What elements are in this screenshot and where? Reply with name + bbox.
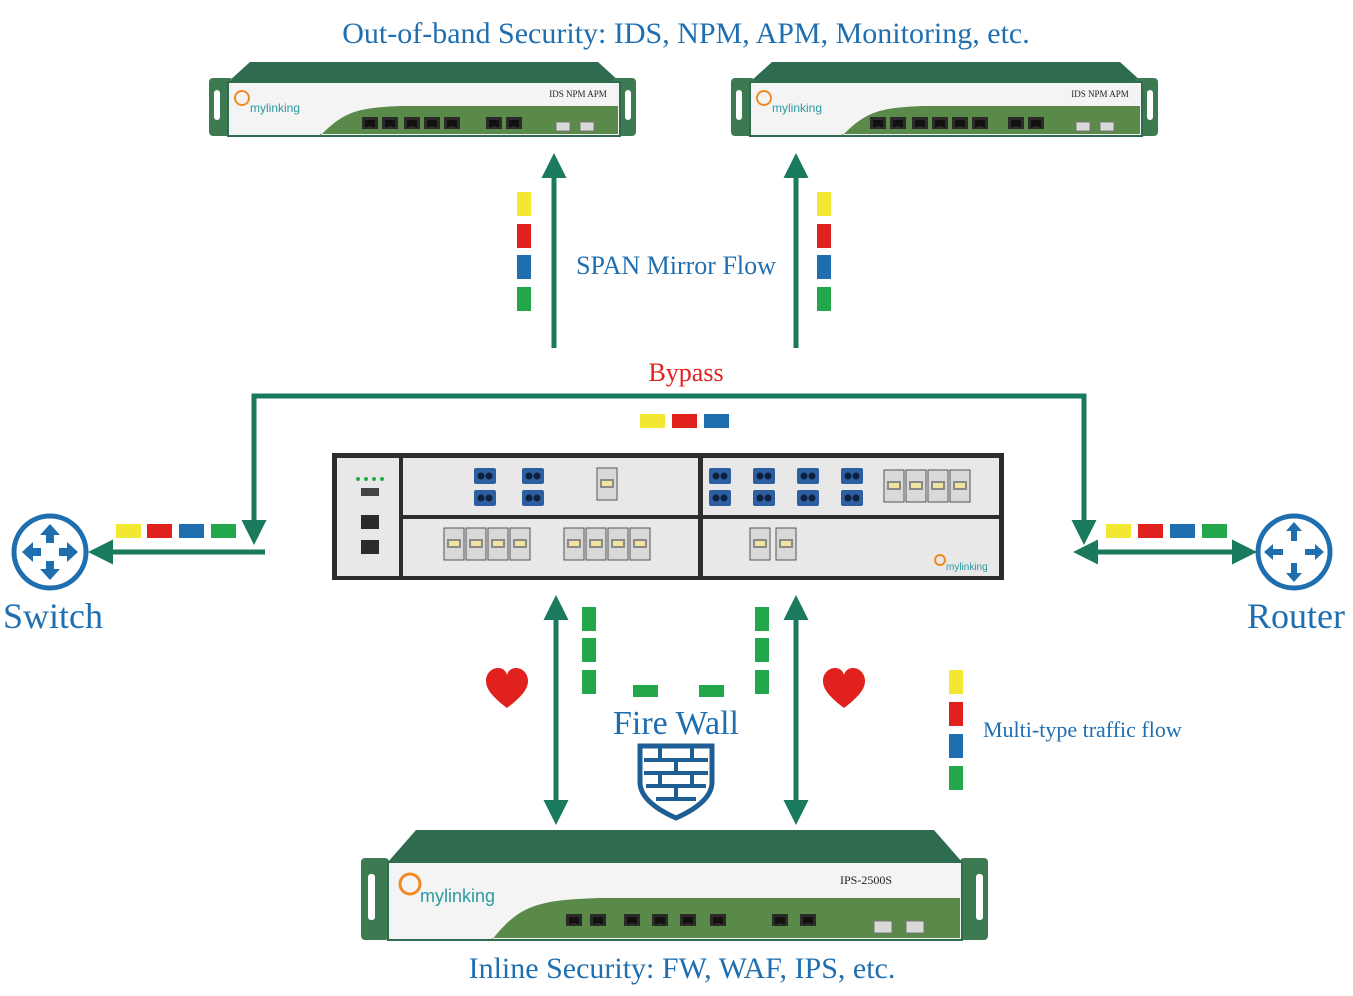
brand-label: mylinking: [420, 886, 495, 906]
traffic-stack-right: [817, 192, 831, 311]
switch-label: Switch: [3, 596, 103, 636]
bypass-loop: [251, 393, 1087, 530]
mylinking-logo-icon: [756, 90, 772, 106]
model-label: IPS-2500S: [840, 873, 892, 887]
heart-icon: [486, 668, 528, 708]
ids-appliance-right: mylinking IDS NPM APM: [731, 62, 1158, 137]
out-of-band-title: Out-of-band Security: IDS, NPM, APM, Mon…: [342, 17, 1029, 50]
mylinking-logo-icon: [398, 872, 422, 896]
bypass-label: Bypass: [648, 358, 723, 387]
firewall-flow-dashes: [582, 607, 769, 697]
router-label: Router: [1247, 596, 1345, 636]
switch-node: Switch: [3, 513, 103, 636]
inline-title: Inline Security: FW, WAF, IPS, etc.: [469, 952, 896, 985]
router-node: Router: [1247, 513, 1345, 636]
ips-appliance: mylinking IPS-2500S: [361, 830, 988, 941]
model-label: IDS NPM APM: [1071, 89, 1129, 99]
model-label: IDS NPM APM: [549, 89, 607, 99]
switch-traffic: [116, 524, 236, 538]
traffic-stack-left: [517, 192, 531, 311]
multi-type-legend: Multi-type traffic flow: [949, 670, 1182, 790]
firewall-shield-icon: [637, 743, 715, 821]
brand-label: mylinking: [946, 562, 988, 573]
mylinking-logo-icon: [934, 554, 946, 566]
router-arrows-icon: [1255, 513, 1333, 591]
heart-icon: [823, 668, 865, 708]
multi-type-label: Multi-type traffic flow: [983, 717, 1182, 742]
bypass-switch-chassis: mylinking: [332, 453, 1004, 580]
bypass-traffic: [640, 414, 729, 428]
switch-arrows-icon: [11, 513, 89, 591]
mylinking-logo-icon: [234, 90, 250, 106]
router-traffic: [1106, 524, 1227, 538]
ids-appliance-left: mylinking IDS NPM APM: [209, 62, 636, 137]
span-mirror-label: SPAN Mirror Flow: [576, 251, 776, 280]
brand-label: mylinking: [250, 101, 300, 115]
firewall-label: Fire Wall: [613, 705, 739, 742]
brand-label: mylinking: [772, 101, 822, 115]
